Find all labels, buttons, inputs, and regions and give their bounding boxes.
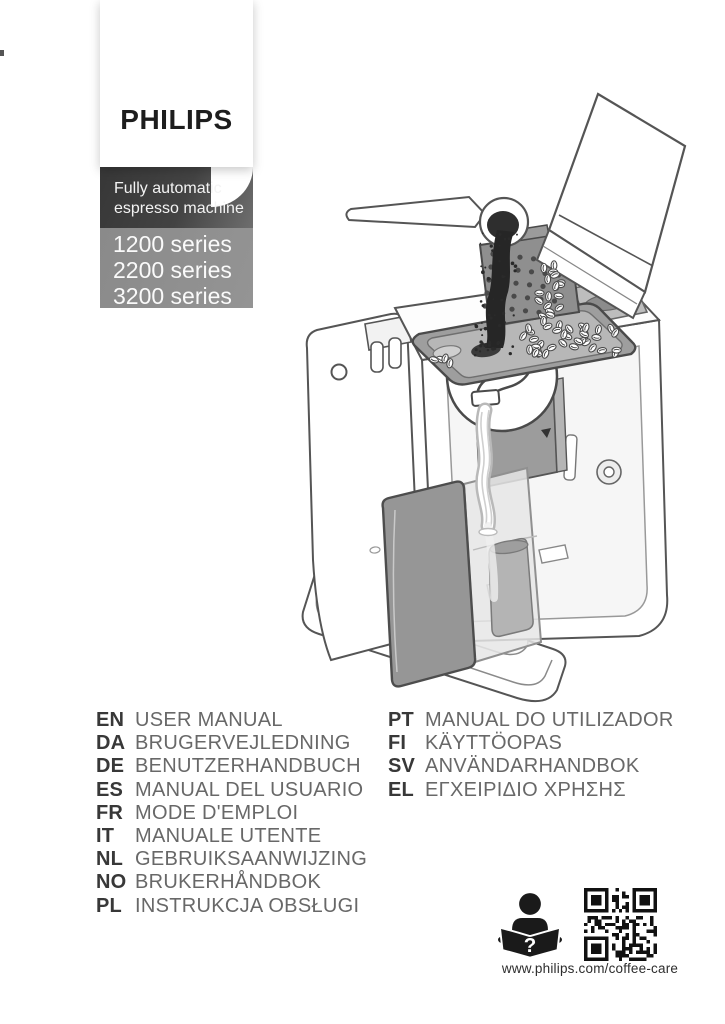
tagline: Fully automatic espresso machine <box>114 179 244 219</box>
tagline-line2: espresso machine <box>114 200 244 217</box>
qr-code-icon <box>584 888 657 961</box>
series-2200: 2200 series <box>113 257 232 283</box>
tagline-panel: Fully automatic espresso machine <box>100 167 253 228</box>
series-3200: 3200 series <box>113 283 232 309</box>
brand-card: PHILIPS <box>100 0 253 167</box>
coffee-bag-icon <box>535 92 687 320</box>
support-url: www.philips.com/coffee-care <box>501 961 679 976</box>
series-panel: 1200 series 2200 series 3200 series <box>100 228 253 309</box>
person-reading-icon: ? <box>498 891 562 963</box>
espresso-machine-illustration <box>287 80 697 705</box>
crop-mark <box>0 50 4 56</box>
series-1200: 1200 series <box>113 231 232 257</box>
water-stream <box>475 402 499 602</box>
tagline-line1: Fully automatic <box>114 180 222 197</box>
svg-text:?: ? <box>524 934 537 957</box>
philips-logo: PHILIPS <box>120 104 233 135</box>
measuring-scoop-icon <box>345 195 530 248</box>
